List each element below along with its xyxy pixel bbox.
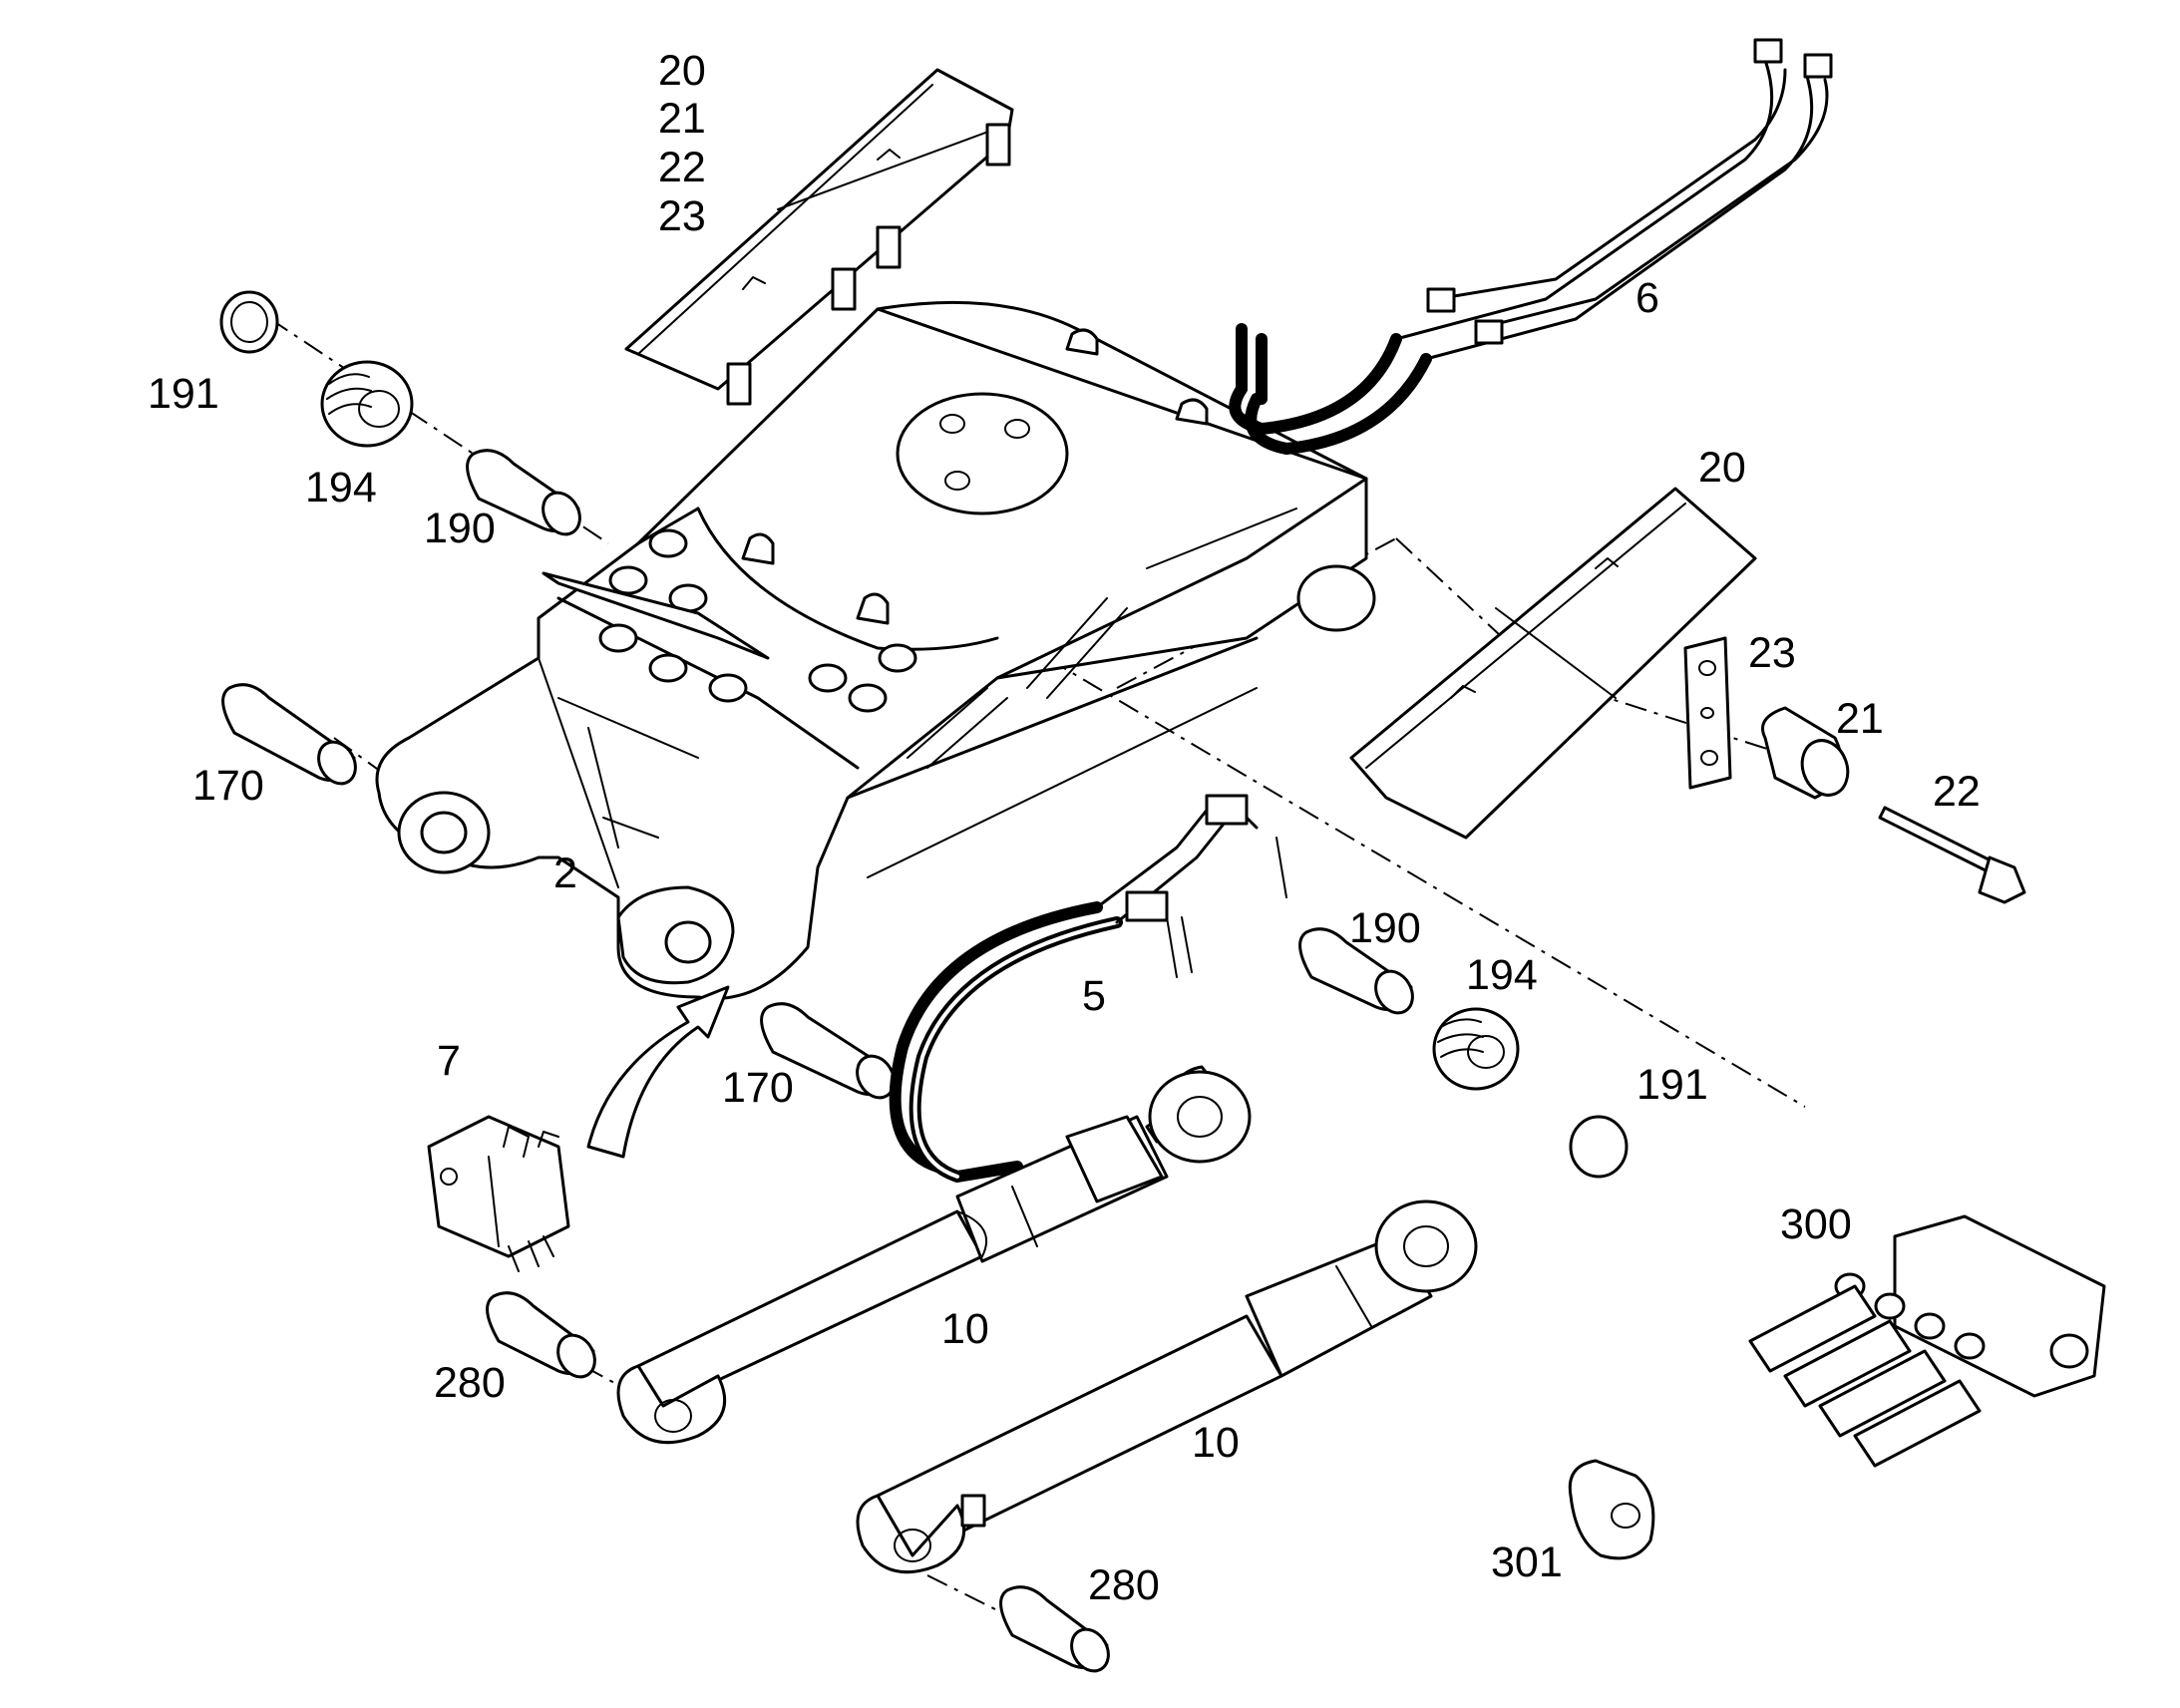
callout-20-upper[interactable]: 20 bbox=[658, 47, 706, 95]
boom-body bbox=[375, 300, 1376, 1000]
hose-assembly-6 bbox=[1229, 38, 1833, 456]
bushing-194-upper bbox=[320, 360, 414, 448]
callout-301[interactable]: 301 bbox=[1491, 1538, 1563, 1586]
assembly-arrow bbox=[586, 985, 730, 1159]
pin-280-lower bbox=[999, 1585, 1110, 1673]
callout-10-upper[interactable]: 10 bbox=[941, 1305, 989, 1353]
pin-170-upper bbox=[221, 683, 357, 786]
callout-2[interactable]: 2 bbox=[553, 850, 577, 897]
callout-23-upper[interactable]: 23 bbox=[658, 192, 706, 240]
cover-plate-upper bbox=[624, 68, 1014, 406]
pin-190-lower bbox=[1298, 927, 1414, 1015]
callout-6[interactable]: 6 bbox=[1635, 274, 1659, 322]
cap-191-upper bbox=[219, 290, 279, 354]
pin-170-lower bbox=[760, 1002, 896, 1100]
bushing-194-lower bbox=[1432, 1007, 1520, 1091]
cylinder-10-lower bbox=[856, 1199, 1478, 1574]
callout-190-upper[interactable]: 190 bbox=[424, 505, 496, 552]
cap-191-lower bbox=[1569, 1115, 1629, 1179]
callout-194-lower[interactable]: 194 bbox=[1466, 951, 1538, 999]
callout-170-upper[interactable]: 170 bbox=[192, 762, 264, 810]
cover-plate-right bbox=[1349, 487, 1757, 840]
callout-191-lower[interactable]: 191 bbox=[1636, 1061, 1708, 1109]
pin-280-upper bbox=[486, 1291, 596, 1379]
callout-170-lower[interactable]: 170 bbox=[722, 1064, 794, 1112]
callout-22-upper[interactable]: 22 bbox=[658, 144, 706, 191]
callout-7[interactable]: 7 bbox=[437, 1037, 461, 1085]
callout-194-upper[interactable]: 194 bbox=[305, 464, 377, 512]
callout-280-upper[interactable]: 280 bbox=[434, 1359, 506, 1407]
pin-190-upper bbox=[466, 449, 581, 536]
callout-300[interactable]: 300 bbox=[1780, 1200, 1852, 1248]
hose-assembly-5 bbox=[889, 794, 1287, 1184]
callout-21-right[interactable]: 21 bbox=[1836, 695, 1884, 743]
callout-23-right[interactable]: 23 bbox=[1748, 629, 1796, 677]
callout-191-upper[interactable]: 191 bbox=[148, 370, 219, 418]
bushing-21 bbox=[1761, 706, 1850, 800]
callout-10-lower[interactable]: 10 bbox=[1192, 1419, 1240, 1467]
bracket-7 bbox=[427, 1115, 570, 1272]
cylinder-10-upper bbox=[616, 1065, 1252, 1445]
callout-20-right[interactable]: 20 bbox=[1698, 444, 1746, 492]
bolt-22 bbox=[1878, 806, 2026, 904]
callout-21-upper[interactable]: 21 bbox=[658, 95, 706, 143]
lube-block-300 bbox=[1748, 1214, 2106, 1468]
callout-280-lower[interactable]: 280 bbox=[1088, 1561, 1160, 1609]
callout-22-right[interactable]: 22 bbox=[1933, 768, 1981, 816]
fitting-301 bbox=[1568, 1459, 1655, 1560]
callout-5[interactable]: 5 bbox=[1082, 972, 1106, 1020]
callout-190-lower[interactable]: 190 bbox=[1349, 904, 1421, 952]
plate-23 bbox=[1683, 636, 1732, 790]
